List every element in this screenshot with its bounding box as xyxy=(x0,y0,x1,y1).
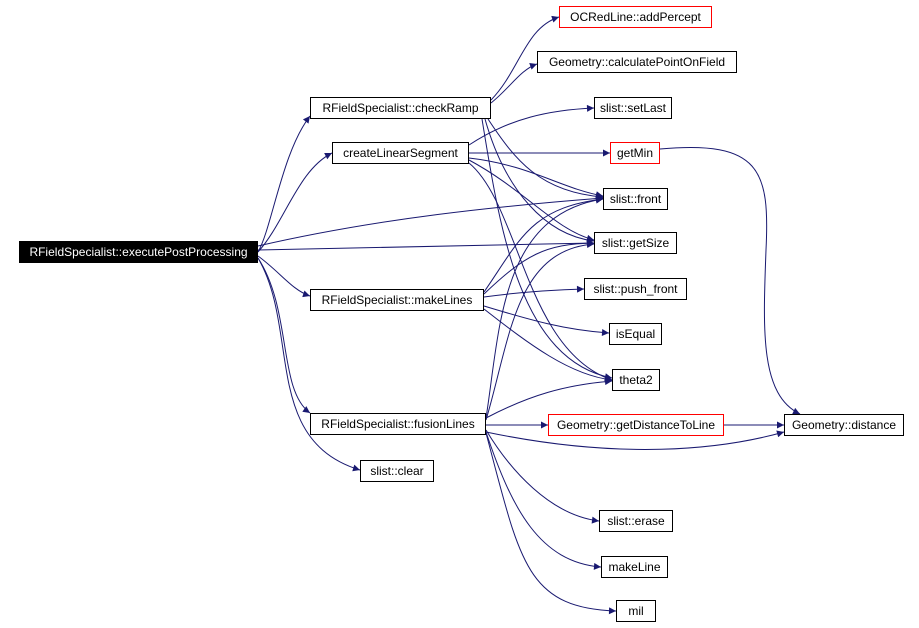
edge-make-lines-to-is-equal xyxy=(483,305,610,337)
edge-fusion-to-slist-get-size xyxy=(485,241,595,421)
node-slist-clear[interactable]: slist::clear xyxy=(360,460,434,482)
edge-create-to-slist-get-size xyxy=(468,159,595,242)
edge-get-min-to-geom-distance xyxy=(659,147,801,415)
edge-exec-to-fusion-lines xyxy=(257,257,311,414)
edge-check-ramp-to-slist-front xyxy=(487,118,604,200)
edge-exec-to-make-lines xyxy=(257,255,311,298)
node-get-distance-to-line[interactable]: Geometry::getDistanceToLine xyxy=(548,414,724,436)
edge-fusion-to-slist-front xyxy=(485,196,604,419)
edge-fusion-to-slist-erase xyxy=(485,429,600,524)
node-calculate-point-on-field[interactable]: Geometry::calculatePointOnField xyxy=(537,51,737,73)
node-get-min[interactable]: getMin xyxy=(610,142,660,164)
edge-exec-to-create-linear xyxy=(257,152,333,253)
edge-create-to-theta2 xyxy=(468,162,613,382)
edge-exec-to-check-ramp xyxy=(257,115,311,253)
edge-make-lines-to-slist-get-size xyxy=(483,239,595,295)
node-geometry-distance[interactable]: Geometry::distance xyxy=(784,414,904,436)
edge-create-to-slist-set-last xyxy=(468,104,595,146)
edge-make-lines-to-slist-front xyxy=(483,196,604,293)
edge-check-ramp-to-add-percept xyxy=(490,15,560,101)
node-make-lines[interactable]: RFieldSpecialist::makeLines xyxy=(310,289,484,311)
edge-make-lines-to-push-front xyxy=(483,285,585,298)
node-theta2[interactable]: theta2 xyxy=(612,369,660,391)
edge-check-ramp-to-theta2 xyxy=(481,118,613,381)
node-fusion-lines[interactable]: RFieldSpecialist::fusionLines xyxy=(310,413,486,435)
node-slist-set-last[interactable]: slist::setLast xyxy=(594,97,672,119)
edge-fusion-to-theta2 xyxy=(485,378,613,419)
node-mil[interactable]: mil xyxy=(616,600,656,622)
node-slist-get-size[interactable]: slist::getSize xyxy=(594,232,677,254)
edge-check-ramp-to-calc-point xyxy=(490,63,538,104)
node-add-percept[interactable]: OCRedLine::addPercept xyxy=(559,6,712,28)
node-create-linear-segment[interactable]: createLinearSegment xyxy=(332,142,469,164)
edge-make-lines-to-theta2 xyxy=(483,308,613,383)
edge-fusion-to-geom-distance xyxy=(485,430,785,450)
edge-exec-to-slist-get-size xyxy=(257,239,595,251)
node-slist-erase[interactable]: slist::erase xyxy=(599,510,673,532)
node-check-ramp[interactable]: RFieldSpecialist::checkRamp xyxy=(310,97,491,119)
edge-exec-to-slist-clear xyxy=(257,257,361,472)
node-slist-push-front[interactable]: slist::push_front xyxy=(584,278,687,300)
node-execute-post-processing: RFieldSpecialist::executePostProcessing xyxy=(19,241,258,263)
edge-check-ramp-to-slist-get-size xyxy=(484,118,595,244)
edge-exec-to-slist-front xyxy=(257,195,604,247)
node-slist-front[interactable]: slist::front xyxy=(603,188,668,210)
edge-create-to-slist-front xyxy=(468,157,604,199)
node-is-equal[interactable]: isEqual xyxy=(609,323,662,345)
edge-fusion-to-mil xyxy=(485,432,617,615)
node-make-line[interactable]: makeLine xyxy=(601,556,668,578)
edge-fusion-to-make-line xyxy=(485,431,602,570)
